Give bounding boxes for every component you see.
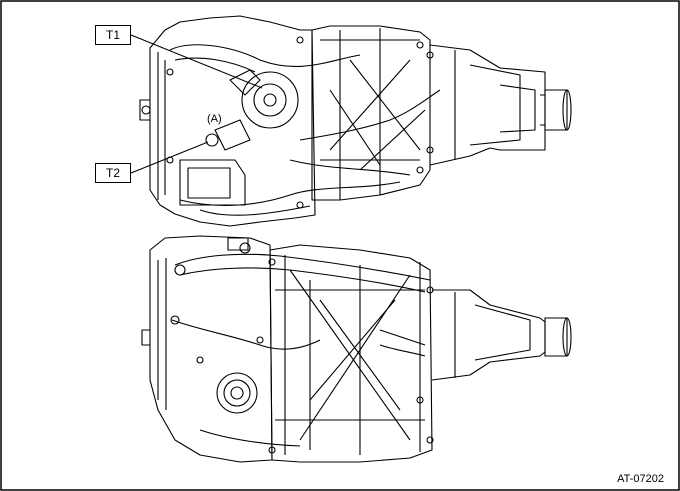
- t1-leader: [130, 34, 263, 89]
- reference-label-a: (A): [207, 113, 222, 125]
- callout-t1: T1: [95, 25, 131, 45]
- transmission-top-view: [139, 15, 572, 227]
- callout-t2: T2: [95, 163, 131, 183]
- transmission-side-view: [141, 235, 572, 463]
- callout-leaders: [130, 34, 263, 174]
- figure-code: AT-07202: [617, 473, 664, 485]
- t2-leader: [130, 141, 209, 174]
